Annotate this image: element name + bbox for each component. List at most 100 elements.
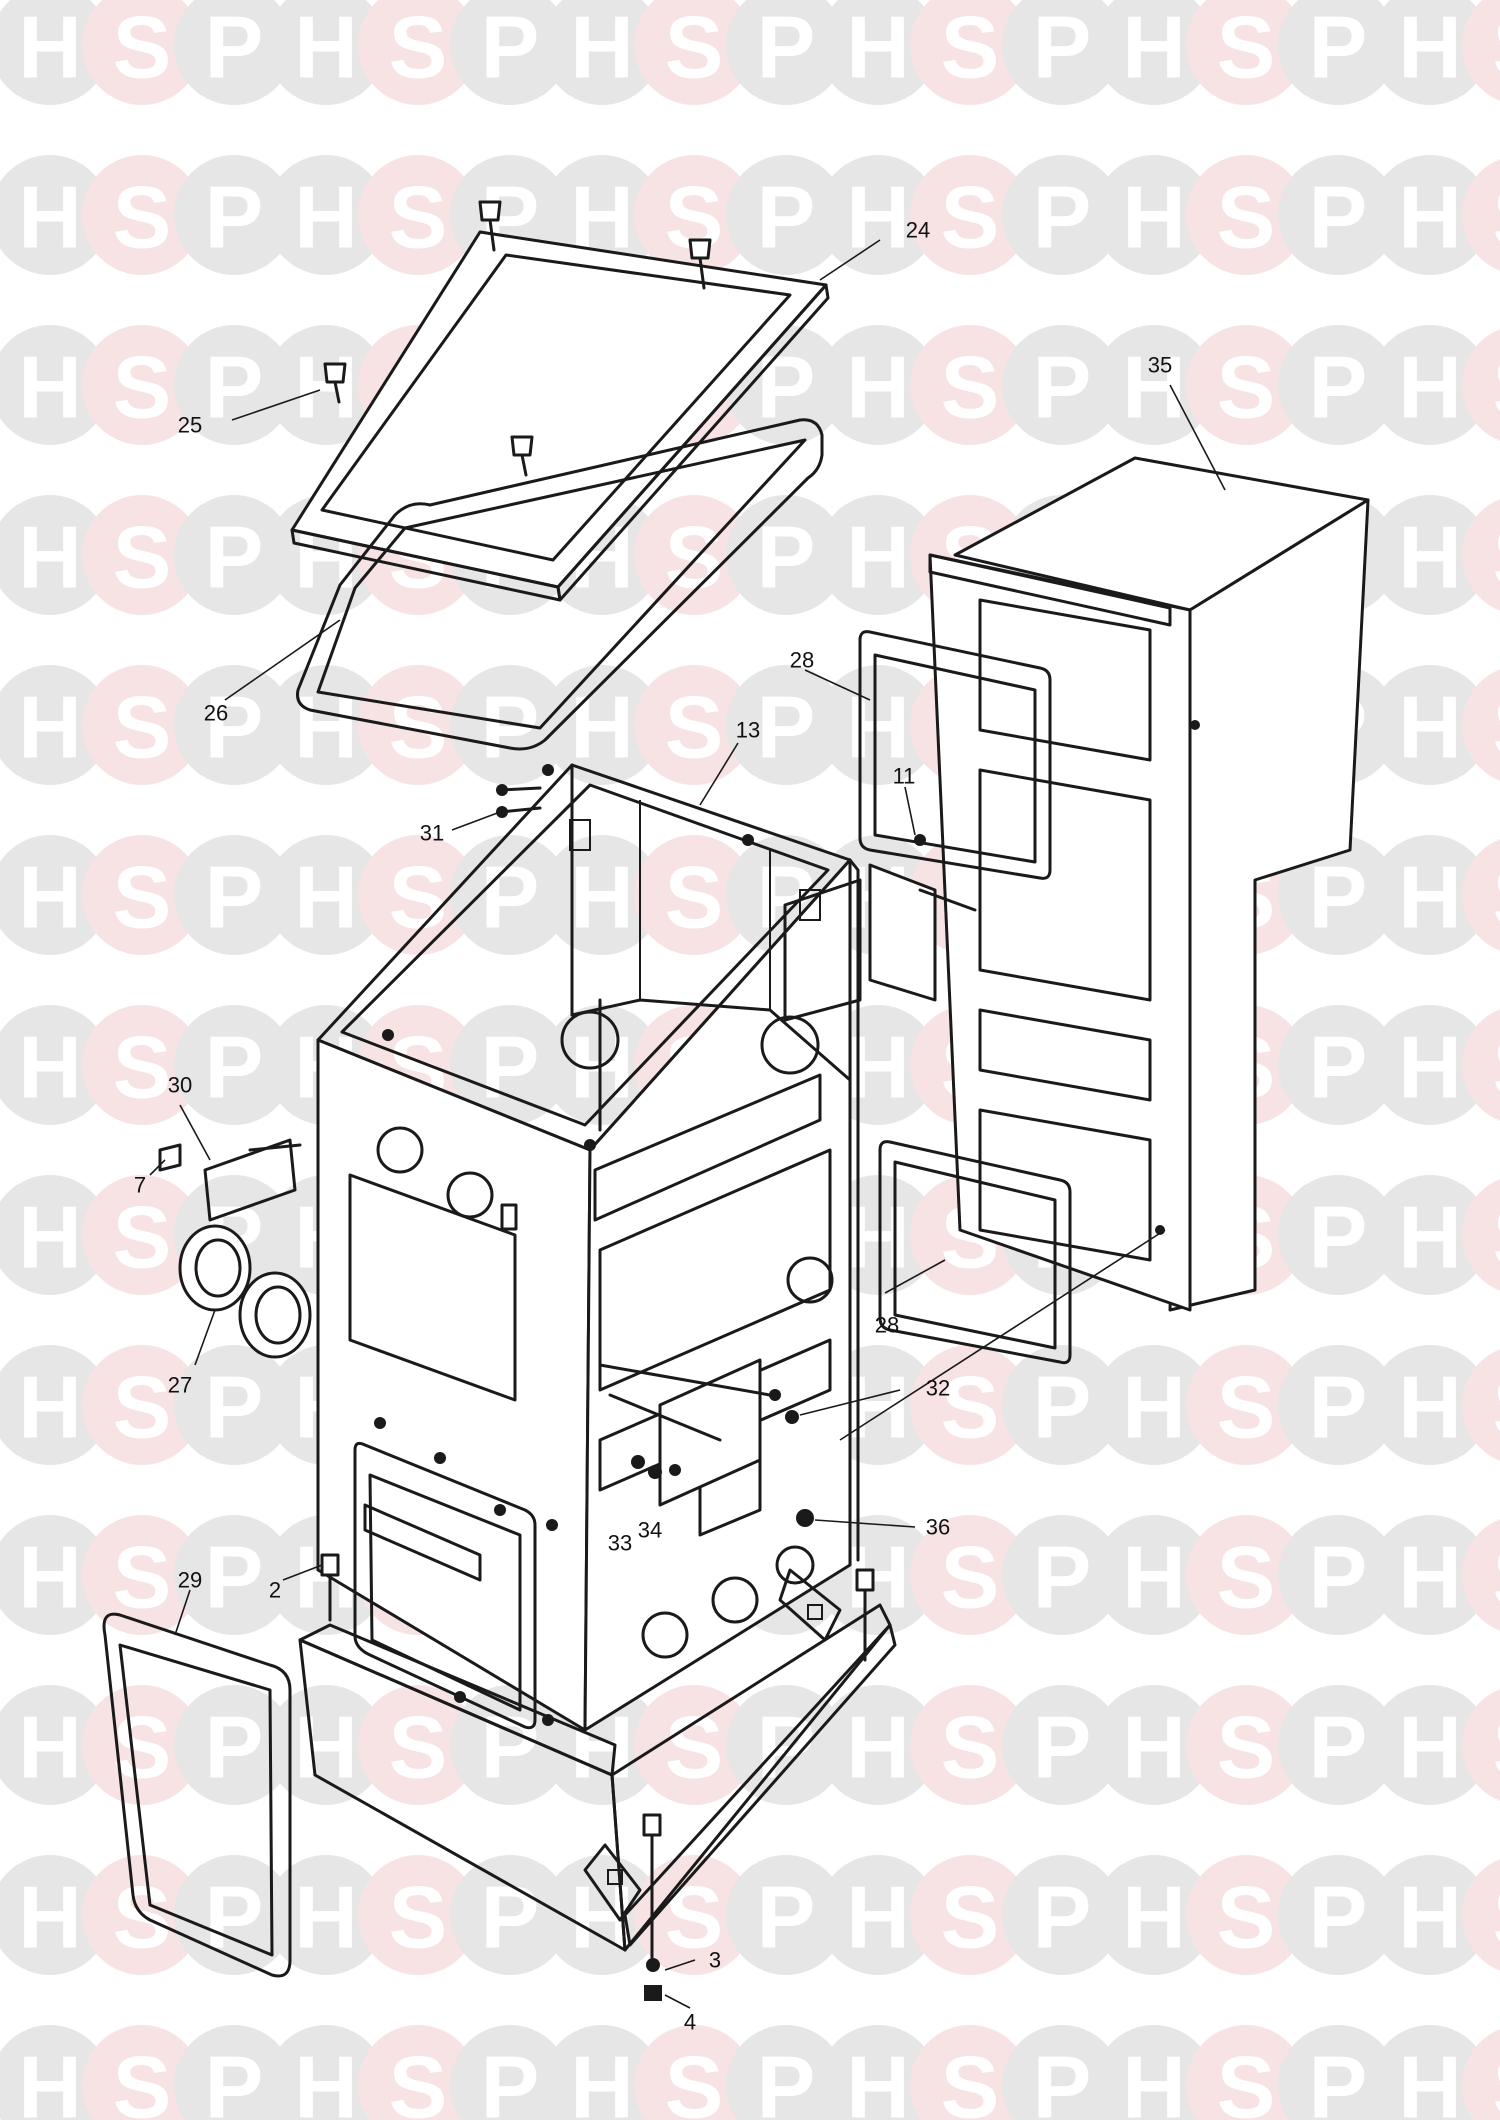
watermark-circle <box>174 2025 294 2120</box>
watermark-circle <box>1278 1515 1398 1635</box>
watermark-circle <box>174 665 294 785</box>
watermark-letter: P <box>205 0 264 97</box>
watermark-circle <box>1370 155 1490 275</box>
watermark-circle <box>266 835 386 955</box>
watermark-letter: H <box>846 1868 910 1967</box>
watermark-letter: S <box>941 2038 1000 2120</box>
watermark-circle <box>82 1175 202 1295</box>
callout-11: 11 <box>893 764 916 789</box>
watermark-letter: H <box>18 678 82 777</box>
watermark-circle <box>1186 155 1306 275</box>
watermark-letter: P <box>1033 1868 1092 1967</box>
watermark-letter: S <box>1493 1868 1500 1967</box>
watermark-letter: S <box>1493 1358 1500 1457</box>
watermark-circle <box>1462 329 1500 441</box>
watermark-circle <box>174 1515 294 1635</box>
watermark-circle <box>1186 2025 1306 2120</box>
watermark-letter: H <box>1398 1188 1462 1287</box>
watermark-letter: S <box>1217 2038 1276 2120</box>
watermark-letter: H <box>294 338 358 437</box>
watermark-circle <box>1002 0 1122 105</box>
watermark-circle <box>82 325 202 445</box>
watermark-circle <box>634 1685 754 1805</box>
watermark-letter: H <box>294 168 358 267</box>
watermark-letter: H <box>294 1868 358 1967</box>
watermark-circle <box>174 495 294 615</box>
watermark-letter: P <box>757 678 816 777</box>
watermark-letter: H <box>1122 1868 1186 1967</box>
watermark-letter: S <box>665 1698 724 1797</box>
watermark-letter: P <box>205 1018 264 1117</box>
watermark-letter: P <box>1033 1528 1092 1627</box>
burner-box-housing <box>928 456 1370 1312</box>
watermark-circle <box>174 1345 294 1465</box>
watermark-circle <box>818 665 938 785</box>
watermark-letter: P <box>1309 1018 1368 1117</box>
watermark-circle <box>1278 1685 1398 1805</box>
watermark-circle <box>82 1345 202 1465</box>
watermark-letter: H <box>1398 1018 1462 1117</box>
watermark-circle <box>1002 1515 1122 1635</box>
callout-27: 27 <box>168 1373 192 1398</box>
door-gasket <box>102 1612 292 1978</box>
callout-28-upper: 28 <box>790 648 814 673</box>
watermark-letter: S <box>1493 1528 1500 1627</box>
watermark-letter: P <box>757 508 816 607</box>
mounting-bracket <box>783 834 977 1022</box>
watermark-circle <box>0 155 110 275</box>
watermark-circle <box>1186 1685 1306 1805</box>
watermark-letter: H <box>18 1188 82 1287</box>
watermark-circle <box>1278 835 1398 955</box>
watermark-circle <box>0 1515 110 1635</box>
watermark-letter: P <box>205 2038 264 2120</box>
watermark-circle <box>910 2025 1030 2120</box>
watermark-letter: S <box>389 1868 448 1967</box>
watermark-letter: S <box>113 1868 172 1967</box>
control-bracket <box>598 1358 814 1527</box>
watermark-circle <box>1278 325 1398 445</box>
callout-35: 35 <box>1148 353 1172 378</box>
watermark-circle <box>1094 2025 1214 2120</box>
watermark-circle <box>358 155 478 275</box>
callout-33: 33 <box>608 1531 632 1556</box>
watermark-circle <box>1186 1515 1306 1635</box>
watermark-letter: H <box>1122 1698 1186 1797</box>
watermark-letter: H <box>18 1358 82 1457</box>
door-opening-frame <box>353 1417 558 1730</box>
watermark-letter: S <box>1493 678 1500 777</box>
watermark-letter: S <box>665 2038 724 2120</box>
watermark-circle <box>0 2025 110 2120</box>
watermark-letter: H <box>1122 338 1186 437</box>
watermark-circle <box>1370 1855 1490 1975</box>
watermark-letter: P <box>1033 1358 1092 1457</box>
watermark-letter: P <box>205 168 264 267</box>
watermark-circle <box>726 0 846 105</box>
watermark-circle <box>910 1855 1030 1975</box>
watermark-circle <box>1278 2025 1398 2120</box>
watermark-circle <box>818 0 938 105</box>
callout-4: 4 <box>684 2010 696 2035</box>
watermark-circle <box>1094 1685 1214 1805</box>
watermark-circle <box>450 665 570 785</box>
watermark-circle <box>1186 1855 1306 1975</box>
watermark-letter: H <box>1398 1698 1462 1797</box>
watermark-letter: S <box>113 1698 172 1797</box>
watermark-circle <box>1278 1175 1398 1295</box>
watermark-circle <box>358 0 478 105</box>
watermark-circle <box>82 155 202 275</box>
watermark-circle <box>1462 1349 1500 1461</box>
callout-labels: 24 25 26 35 28 13 11 31 30 7 27 28 32 33… <box>134 218 1172 2035</box>
watermark-circle <box>910 325 1030 445</box>
watermark-circle <box>726 2025 846 2120</box>
watermark-circle <box>1278 1855 1398 1975</box>
watermark-circle <box>634 155 754 275</box>
callout-30: 30 <box>168 1073 192 1098</box>
watermark-letter: P <box>1033 168 1092 267</box>
watermark-circle <box>1002 1345 1122 1465</box>
watermark-letter: S <box>665 0 724 97</box>
watermark-circle <box>1462 1519 1500 1631</box>
watermark-letter: S <box>113 1528 172 1627</box>
watermark-circle <box>1186 1345 1306 1465</box>
watermark-letter: S <box>1217 1868 1276 1967</box>
watermark-letter: S <box>1493 168 1500 267</box>
